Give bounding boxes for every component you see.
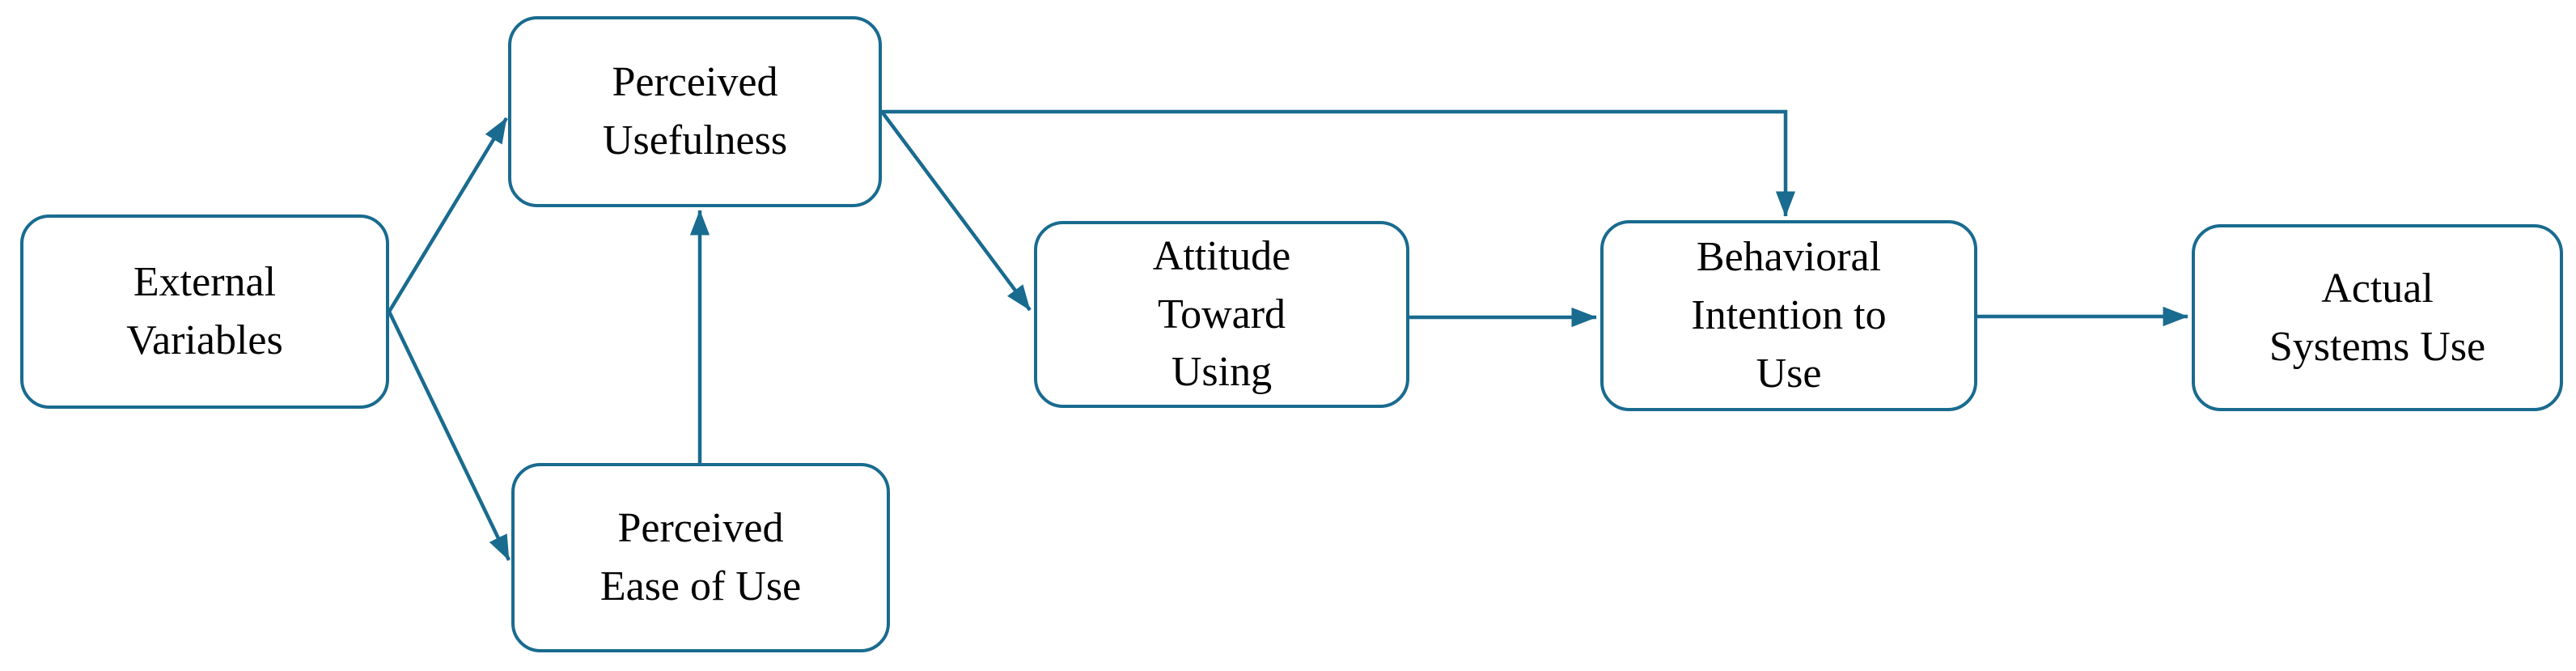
node-attitude-toward-using-label: Attitude Toward Using bbox=[1152, 232, 1291, 396]
node-actual-systems-use: Actual Systems Use bbox=[2192, 224, 2563, 411]
node-actual-systems-use-label: Actual Systems Use bbox=[2269, 265, 2486, 370]
node-behavioral-intention: Behavioral Intention to Use bbox=[1600, 220, 1977, 411]
node-behavioral-intention-label: Behavioral Intention to Use bbox=[1691, 234, 1887, 397]
edge-usefulness-to-behavioral-intention bbox=[882, 109, 1796, 217]
node-external-variables: External Variables bbox=[20, 214, 389, 409]
edge-usefulness-to-attitude bbox=[880, 110, 1032, 312]
node-perceived-ease-of-use: Perceived Ease of Use bbox=[511, 463, 890, 652]
node-perceived-usefulness-label: Perceived Usefulness bbox=[602, 59, 788, 164]
edge-external-to-perceived-ease-of-use bbox=[387, 311, 511, 561]
node-attitude-toward-using: Attitude Toward Using bbox=[1034, 221, 1409, 408]
node-external-variables-label: External Variables bbox=[126, 259, 283, 363]
edge-external-to-perceived-usefulness bbox=[388, 117, 508, 313]
node-perceived-usefulness: Perceived Usefulness bbox=[508, 16, 882, 207]
node-perceived-ease-of-use-label: Perceived Ease of Use bbox=[600, 505, 802, 609]
